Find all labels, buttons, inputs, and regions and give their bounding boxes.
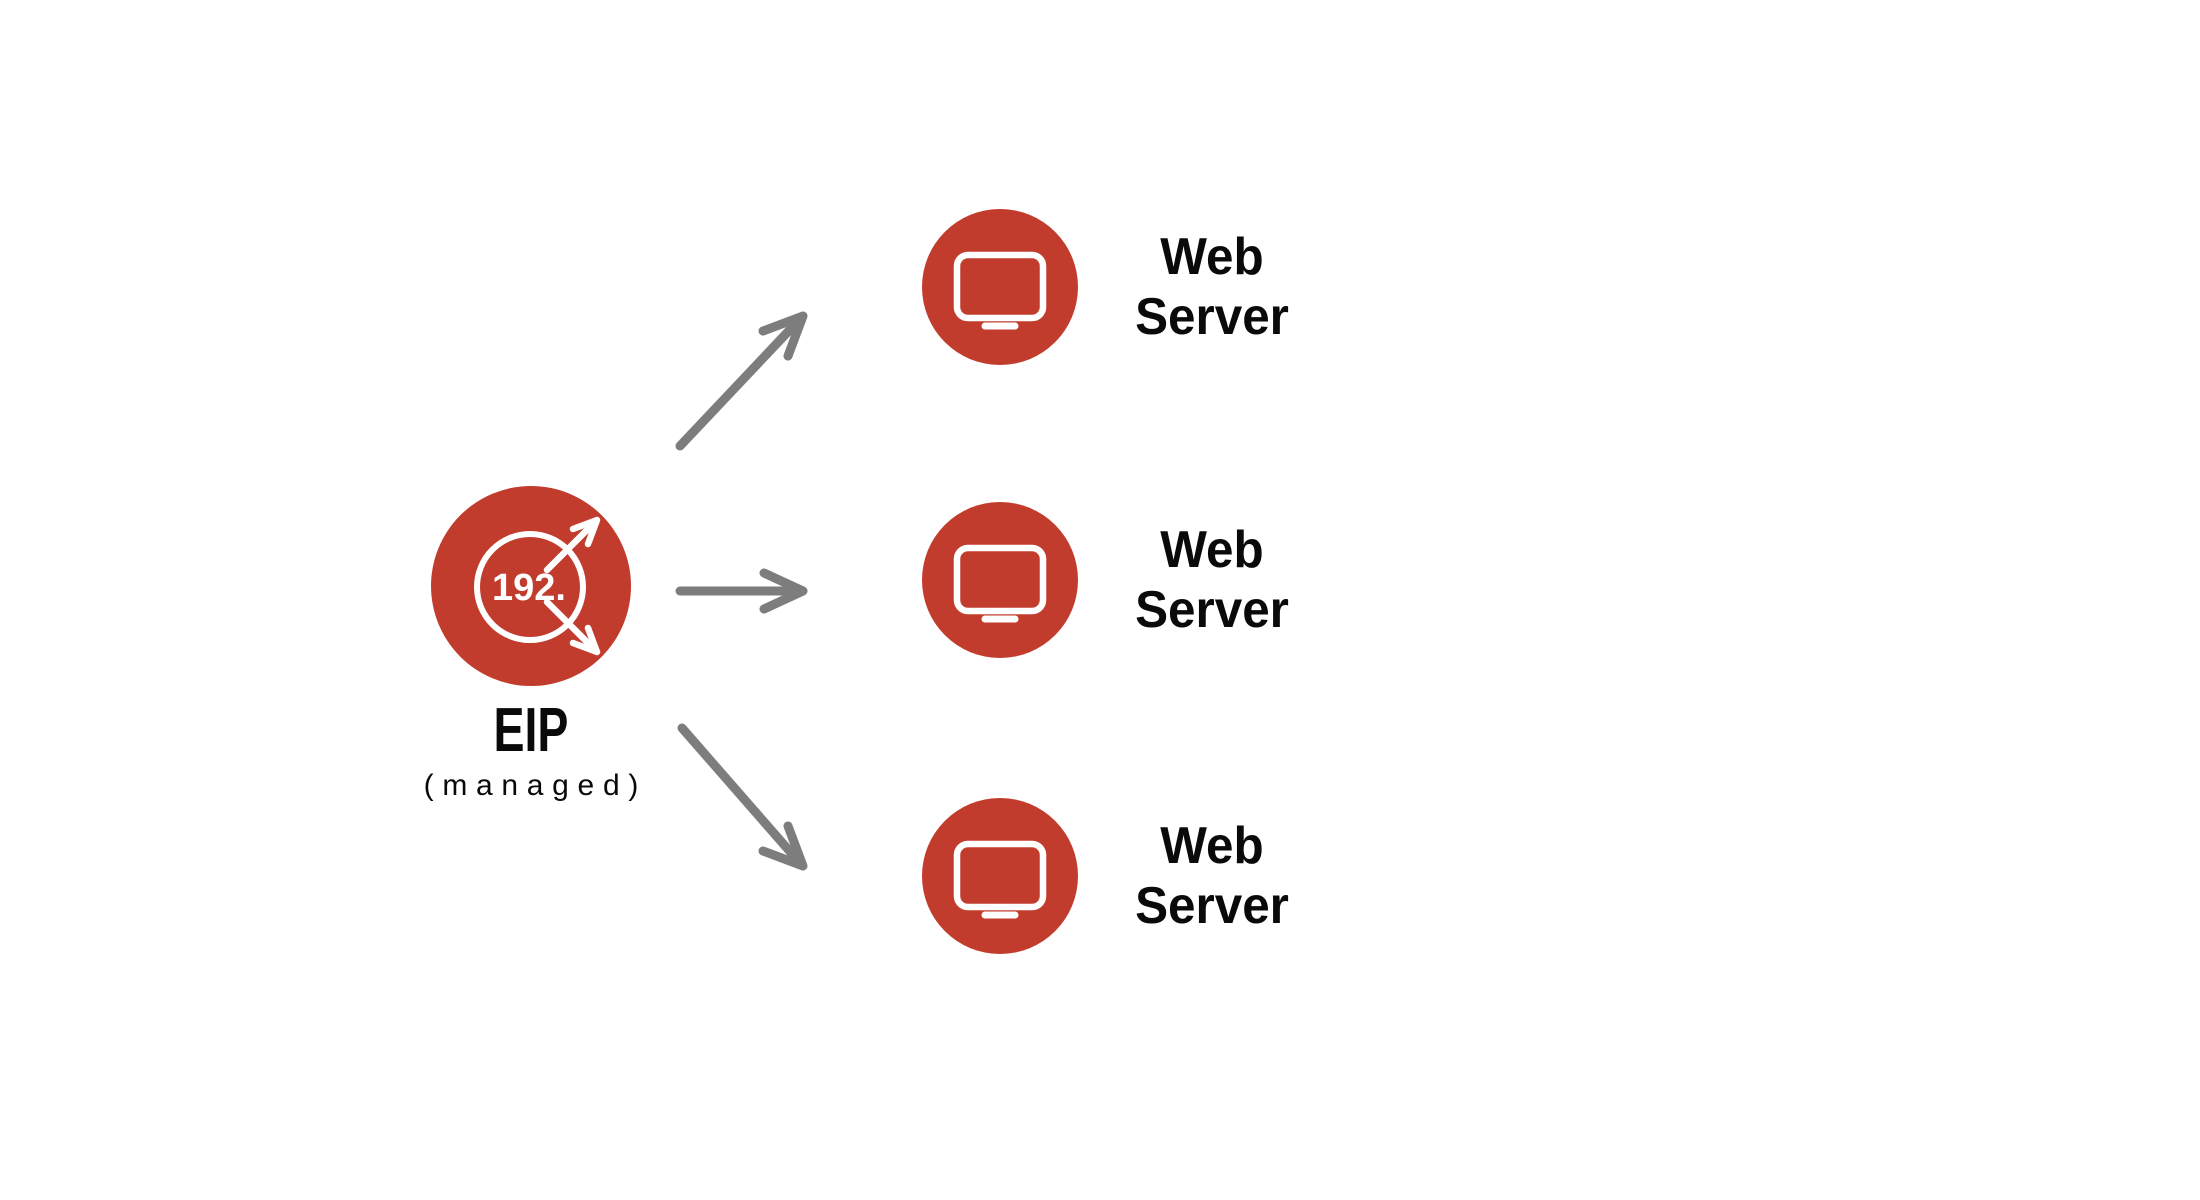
ip-ring-shape (474, 531, 586, 643)
server-1-circle (922, 209, 1078, 365)
elastic-ip-scale-out-icon (474, 516, 601, 656)
server-3-label: Web Server (1135, 817, 1289, 935)
monitor-icon (953, 544, 1047, 623)
server-2-label: Web Server (1135, 521, 1289, 639)
eip-sublabel: (managed) (423, 769, 648, 802)
eip-ip-text: 192. (492, 566, 566, 609)
scale-out-up-arrow-icon (543, 516, 601, 574)
server-3-circle (922, 798, 1078, 954)
server-1-label: Web Server (1135, 228, 1289, 346)
monitor-icon (953, 251, 1047, 330)
arrow-eip-to-server-1-icon (675, 311, 808, 451)
eip-icon: 192. (431, 486, 631, 686)
eip-node: 192. EIP (managed) (381, 486, 681, 801)
server-2-circle (922, 502, 1078, 658)
server-node-2: Web Server (922, 502, 1312, 658)
arrow-eip-to-server-2-icon (675, 568, 808, 614)
monitor-icon (953, 840, 1047, 919)
server-node-1: Web Server (922, 209, 1312, 365)
eip-label: EIP (493, 696, 569, 765)
arrow-eip-to-server-3-icon (677, 723, 808, 871)
server-node-3: Web Server (922, 798, 1312, 954)
scale-out-down-arrow-icon (543, 598, 601, 656)
